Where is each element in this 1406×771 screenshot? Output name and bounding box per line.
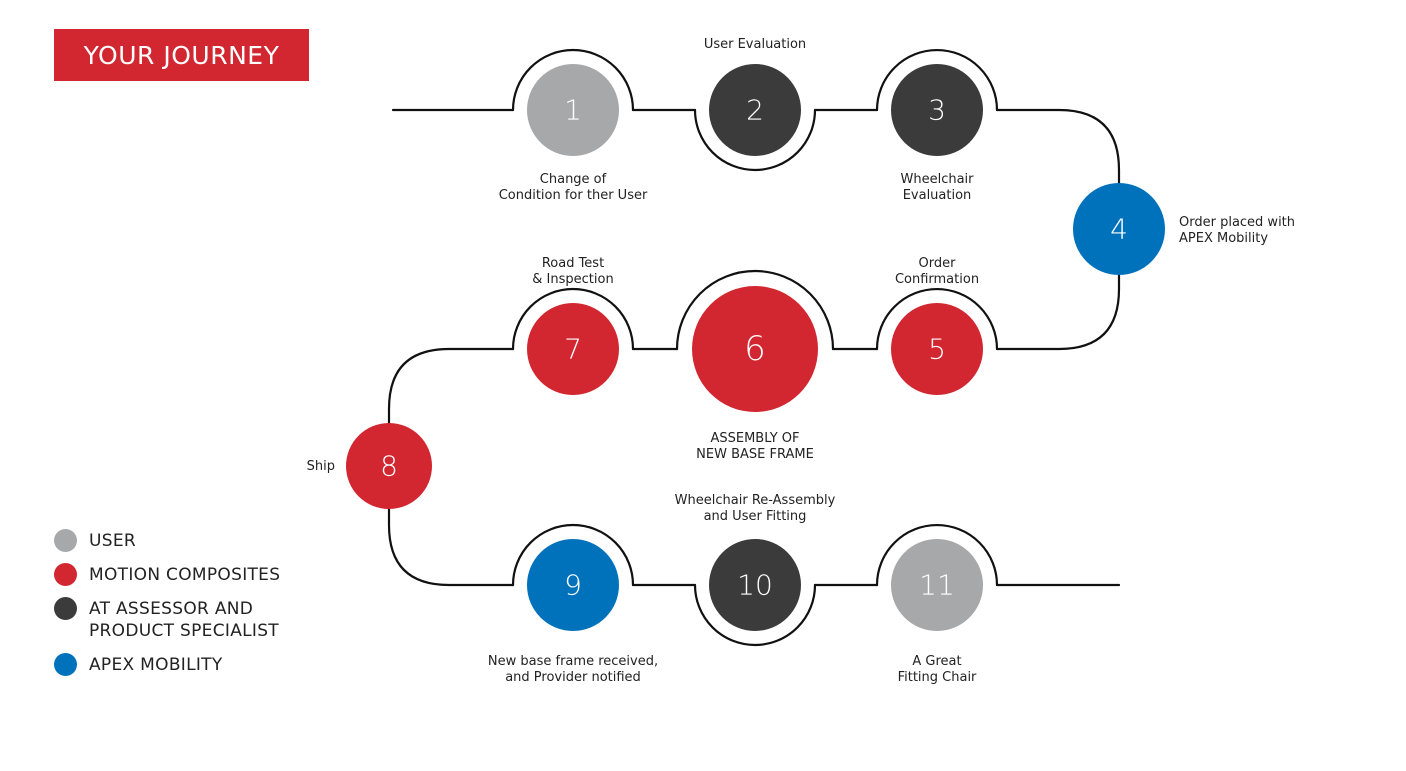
- node-label-line: Condition for ther User: [498, 188, 648, 203]
- node-ring-2: [693, 108, 817, 172]
- node-label-line: NEW BASE FRAME: [696, 447, 814, 462]
- journey-node-1: 1: [527, 64, 619, 156]
- node-number: 5: [928, 333, 946, 366]
- node-circle: [891, 303, 983, 395]
- node-label-line: Wheelchair: [900, 172, 974, 187]
- journey-node-7: 7: [527, 303, 619, 395]
- journey-node-9: 9: [527, 539, 619, 631]
- path-segment: [995, 273, 1121, 351]
- legend-label-line: PRODUCT SPECIALIST: [89, 621, 279, 641]
- node-label-2: User Evaluation: [704, 37, 806, 53]
- node-label-line: APEX Mobility: [1179, 231, 1269, 246]
- journey-node-8: 8: [346, 423, 432, 509]
- node-label-line: Evaluation: [902, 188, 972, 203]
- node-label-line: Fitting Chair: [897, 670, 977, 685]
- node-label-line: Order placed with: [1179, 215, 1296, 230]
- node-label-line: Road Test: [541, 256, 605, 271]
- node-circle: [527, 539, 619, 631]
- journey-node-11: 11: [891, 539, 983, 631]
- node-circle: [527, 303, 619, 395]
- journey-nodes: 1 2 3 4 5 6 7 8 9 10 11: [346, 64, 1165, 631]
- legend-item-user: USER: [54, 529, 280, 552]
- node-label-line: User Evaluation: [703, 37, 807, 52]
- node-circle: [527, 64, 619, 156]
- node-ring-3: [875, 48, 999, 112]
- legend-swatch: [54, 563, 77, 586]
- node-ring-11: [875, 523, 999, 587]
- node-ring-1: [511, 48, 635, 112]
- journey-node-5: 5: [891, 303, 983, 395]
- node-label-line: & Inspection: [532, 272, 614, 287]
- journey-node-6: 6: [692, 286, 818, 412]
- legend-label-line: AT ASSESSOR AND: [89, 599, 254, 619]
- journey-node-4: 4: [1073, 183, 1165, 275]
- node-label-line: and Provider notified: [505, 670, 641, 685]
- node-label-line: Ship: [306, 459, 335, 474]
- legend-item-motion: MOTION COMPOSITES: [54, 563, 280, 586]
- legend-label: MOTION COMPOSITES: [89, 564, 280, 586]
- node-number: 9: [564, 569, 582, 602]
- journey-title: YOUR JOURNEY: [54, 29, 309, 81]
- journey-path: [387, 48, 1121, 647]
- legend-label-line: MOTION COMPOSITES: [89, 565, 281, 585]
- node-ring-9: [511, 523, 635, 587]
- path-segment: [387, 507, 515, 587]
- journey-node-2: 2: [709, 64, 801, 156]
- node-circle: [346, 423, 432, 509]
- path-segment: [995, 108, 1121, 185]
- path-segment: [387, 347, 515, 425]
- legend-label: USER: [89, 530, 136, 552]
- node-ring-7: [511, 287, 635, 351]
- node-label-9: New base frame received,and Provider not…: [488, 654, 658, 686]
- node-label-8: Ship: [307, 459, 335, 475]
- node-number: 1: [564, 94, 582, 127]
- legend-label: APEX MOBILITY: [89, 654, 223, 676]
- node-number: 11: [919, 569, 955, 602]
- legend-label-line: APEX MOBILITY: [89, 655, 223, 675]
- node-label-line: A Great: [912, 654, 962, 669]
- node-label-line: Order: [918, 256, 956, 271]
- legend-label-line: USER: [89, 531, 136, 551]
- node-circle: [709, 64, 801, 156]
- node-number: 4: [1110, 213, 1128, 246]
- legend-item-apex: APEX MOBILITY: [54, 653, 280, 676]
- node-number: 8: [380, 450, 398, 483]
- journey-node-3: 3: [891, 64, 983, 156]
- node-label-7: Road Test& Inspection: [532, 256, 613, 288]
- node-ring-6: [675, 269, 835, 351]
- node-label-line: Change of: [539, 172, 607, 187]
- journey-node-10: 10: [709, 539, 801, 631]
- node-ring-5: [875, 287, 999, 351]
- node-circle: [1073, 183, 1165, 275]
- node-circle: [891, 64, 983, 156]
- node-number: 3: [928, 94, 946, 127]
- node-circle: [709, 539, 801, 631]
- node-number: 6: [744, 329, 766, 369]
- node-label-line: Confirmation: [894, 272, 980, 287]
- node-number: 7: [564, 333, 582, 366]
- node-label-line: and User Fitting: [703, 509, 807, 524]
- node-ring-10: [693, 583, 817, 647]
- node-label-line: Wheelchair Re-Assembly: [674, 493, 836, 508]
- legend-swatch: [54, 597, 77, 620]
- legend-swatch: [54, 529, 77, 552]
- node-label-line: ASSEMBLY OF: [710, 431, 800, 446]
- node-circle: [692, 286, 818, 412]
- node-number: 2: [746, 94, 764, 127]
- node-label-line: New base frame received,: [487, 654, 659, 669]
- node-circle: [891, 539, 983, 631]
- legend-swatch: [54, 653, 77, 676]
- node-number: 10: [737, 569, 773, 602]
